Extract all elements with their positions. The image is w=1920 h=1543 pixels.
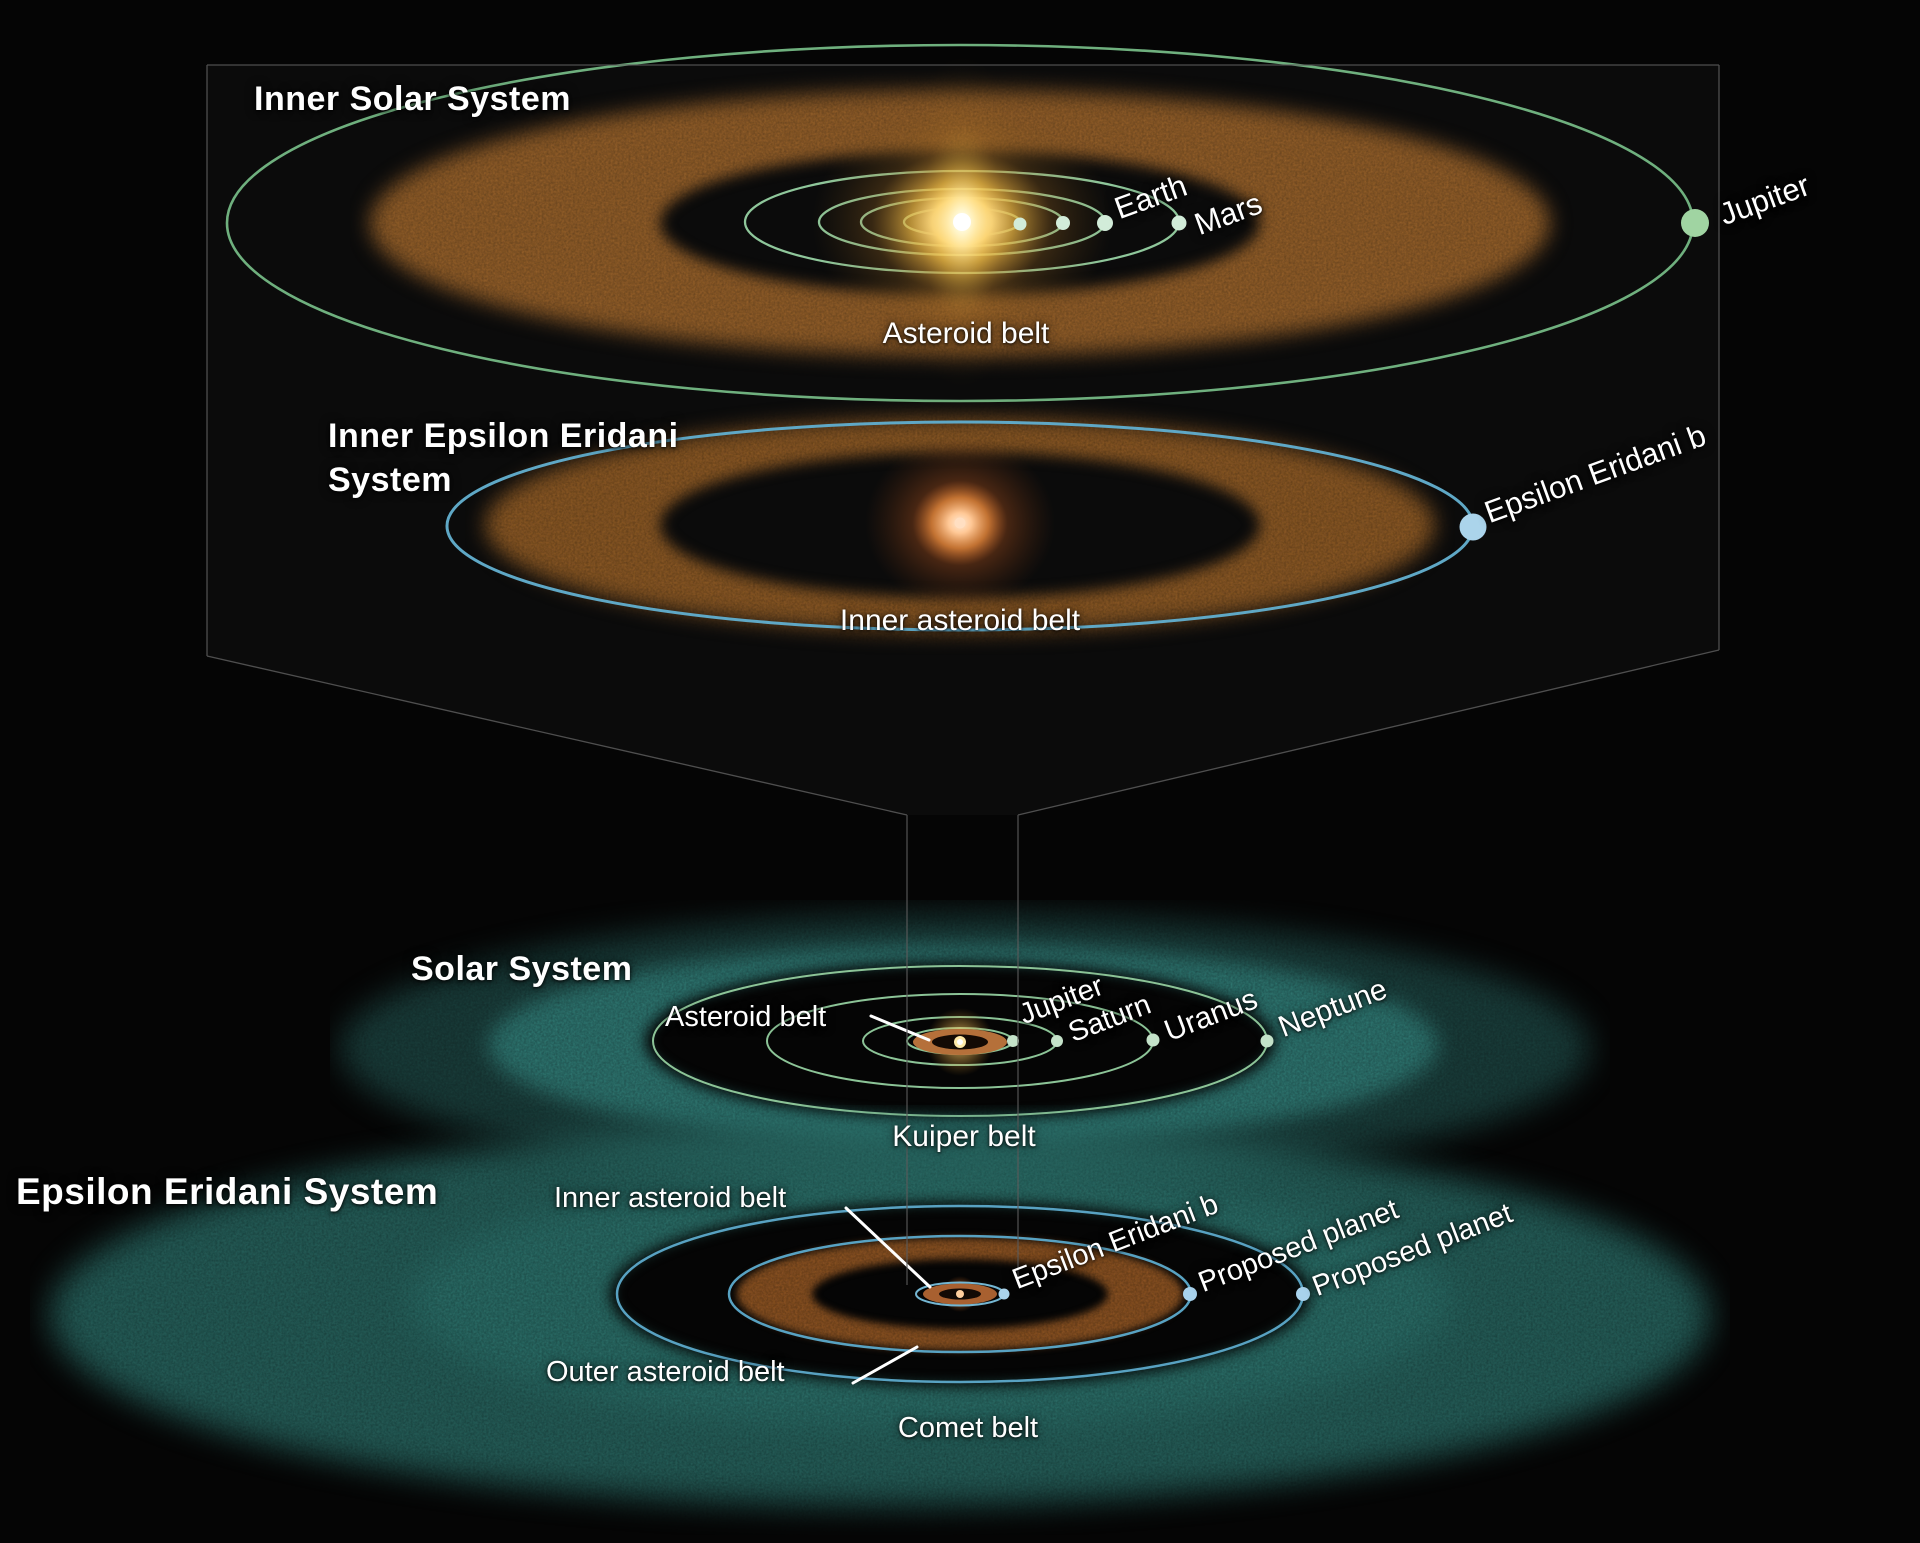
zoom-projection-lines <box>206 64 1720 1285</box>
solar-system-title: Solar System <box>411 950 633 988</box>
inner-asteroid-belt-label: Inner asteroid belt <box>839 604 1081 637</box>
inner-solar-system-panel <box>225 43 1709 403</box>
venus-dot <box>1056 216 1070 230</box>
jupiter-mini-dot <box>1007 1035 1019 1047</box>
earth-dot <box>1097 215 1113 231</box>
epsilon-eridani-system-panel <box>30 1105 1730 1535</box>
inner-epsilon-eridani-title: Inner Epsilon Eridani System <box>328 414 679 502</box>
epsilon-eridani-b-small-dot <box>998 1288 1010 1300</box>
proposed-planet-1-dot <box>1183 1287 1197 1301</box>
inner-epsilon-eridani-panel <box>445 400 1487 655</box>
outer-asteroid-belt-pointer-line <box>851 1345 919 1385</box>
sun-core <box>953 213 971 231</box>
saturn-dot <box>1051 1035 1063 1047</box>
asteroid-belt-pointer-line <box>869 1014 931 1042</box>
kuiper-belt-label: Kuiper belt <box>892 1120 1036 1153</box>
jupiter-dot <box>1681 209 1709 237</box>
inner-epsilon-eridani-title-line2: System <box>328 461 452 499</box>
inner-planet-dots <box>1013 215 1187 231</box>
epsilon-eridani-star-core <box>954 517 966 529</box>
inner-asteroid-belt-pointer-line <box>844 1206 932 1289</box>
epsilon-eridani-b-dot <box>1459 513 1487 541</box>
inner-solar-system-title: Inner Solar System <box>254 80 572 118</box>
tiny-star-core <box>956 1290 964 1298</box>
outer-asteroid-belt-label: Outer asteroid belt <box>546 1356 785 1388</box>
asteroid-belt-mini-label: Asteroid belt <box>665 1001 827 1033</box>
mars-dot <box>1171 215 1187 231</box>
comet-belt-label: Comet belt <box>897 1412 1039 1444</box>
inner-epsilon-eridani-title-line1: Inner Epsilon Eridani <box>328 417 679 455</box>
epsilon-eridani-system-title: Epsilon Eridani System <box>16 1171 439 1212</box>
inner-asteroid-belt-bottom-label: Inner asteroid belt <box>554 1182 787 1214</box>
uranus-dot <box>1146 1033 1160 1047</box>
asteroid-belt-label: Asteroid belt <box>882 317 1050 350</box>
neptune-dot <box>1260 1034 1274 1048</box>
mercury-dot <box>1013 217 1027 231</box>
proposed-planet-2-dot <box>1296 1287 1310 1301</box>
mini-sun-center <box>957 1039 963 1045</box>
outer-planet-dots <box>1007 1033 1274 1048</box>
